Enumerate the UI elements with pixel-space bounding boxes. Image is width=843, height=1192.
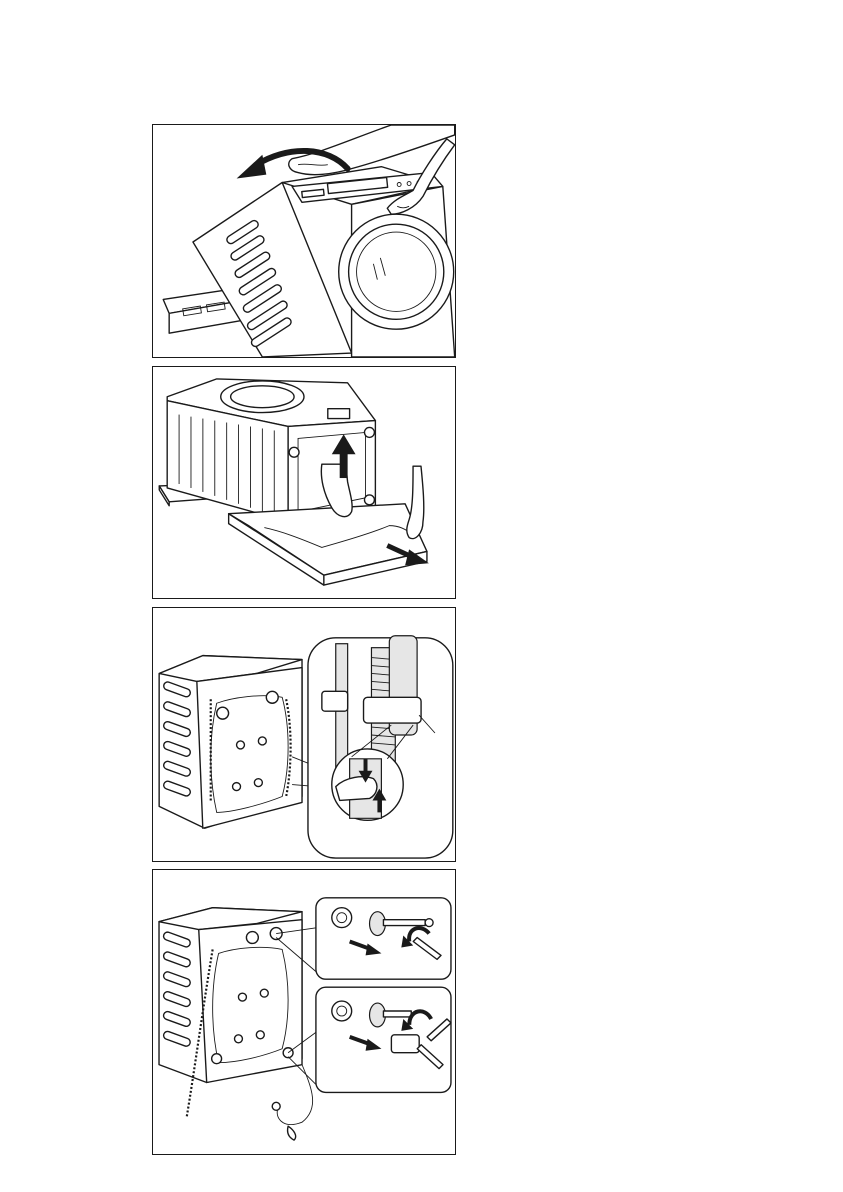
- washing-machine-back-icon: [159, 908, 313, 1140]
- remove-base-illustration: [153, 367, 455, 598]
- figure-remove-base: [152, 366, 456, 599]
- bolt-detail-upper: [316, 898, 451, 979]
- figure-remove-transit-bolts: [152, 869, 456, 1155]
- release-hose-illustration: [153, 608, 455, 861]
- hose-clip-detail: [308, 636, 453, 858]
- washing-machine-back-icon: [159, 656, 302, 829]
- packaging-tray-icon: [229, 504, 427, 585]
- tilt-machine-illustration: [153, 125, 455, 357]
- figure-tilt-machine: [152, 124, 456, 358]
- remove-bolts-illustration: [153, 870, 455, 1154]
- figure-release-hose: [152, 607, 456, 862]
- bolt-detail-lower: [316, 987, 451, 1092]
